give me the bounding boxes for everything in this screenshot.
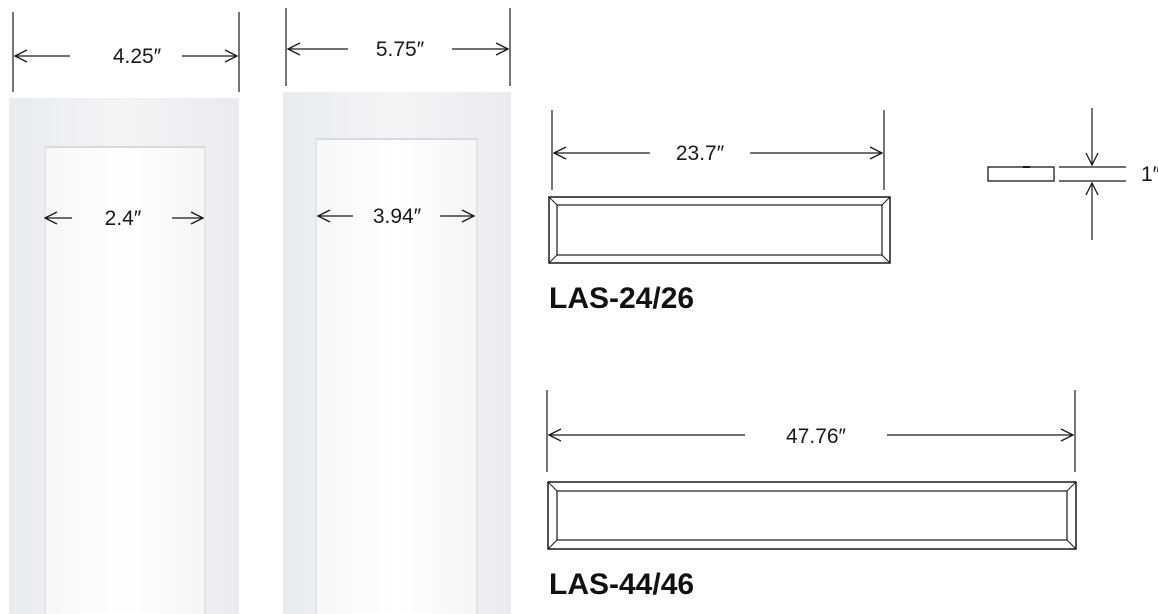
model-label: LAS-44/46: [549, 568, 694, 601]
model-label: LAS-24/26: [549, 282, 694, 315]
length-label: 47.76″: [786, 425, 847, 448]
fixture-outline: [547, 481, 1077, 550]
profile-las-24: 23.7″ LAS-24/26: [548, 110, 891, 315]
side-view: 1″: [987, 108, 1158, 240]
fixture-large: 5.75″ 3.94″: [283, 8, 511, 614]
profile-las-44: 47.76″ LAS-44/46: [546, 390, 1077, 601]
side-profile: [987, 166, 1055, 182]
lens-width-label: 2.4″: [105, 207, 142, 230]
fixture-outline: [548, 196, 891, 264]
height-label: 1″: [1141, 163, 1158, 186]
lens-width-label: 3.94″: [373, 205, 422, 228]
outer-width-label: 4.25″: [113, 45, 162, 68]
outer-width-label: 5.75″: [376, 38, 425, 61]
fixture-lens: [45, 147, 205, 614]
fixture-lens: [316, 139, 477, 614]
fixture-small: 4.25″ 2.4″: [9, 12, 240, 614]
length-label: 23.7″: [676, 142, 725, 165]
